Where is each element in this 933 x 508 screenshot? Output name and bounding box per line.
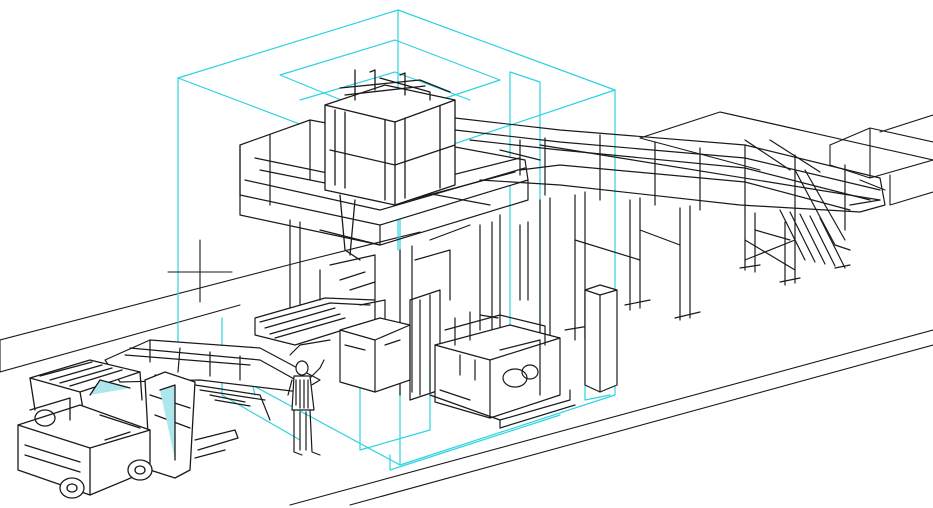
- operator-figure: [287, 359, 325, 456]
- crosshair-marker: [167, 239, 233, 303]
- building-outline: [639, 111, 933, 206]
- floor-slab: [0, 231, 933, 506]
- inclined-conveyor: [454, 117, 886, 269]
- machine-base: [339, 249, 451, 401]
- tower-frame: [324, 69, 456, 261]
- hydraulic-power-unit: [429, 311, 576, 429]
- control-cabinet: [584, 284, 618, 393]
- forklift: [17, 359, 239, 499]
